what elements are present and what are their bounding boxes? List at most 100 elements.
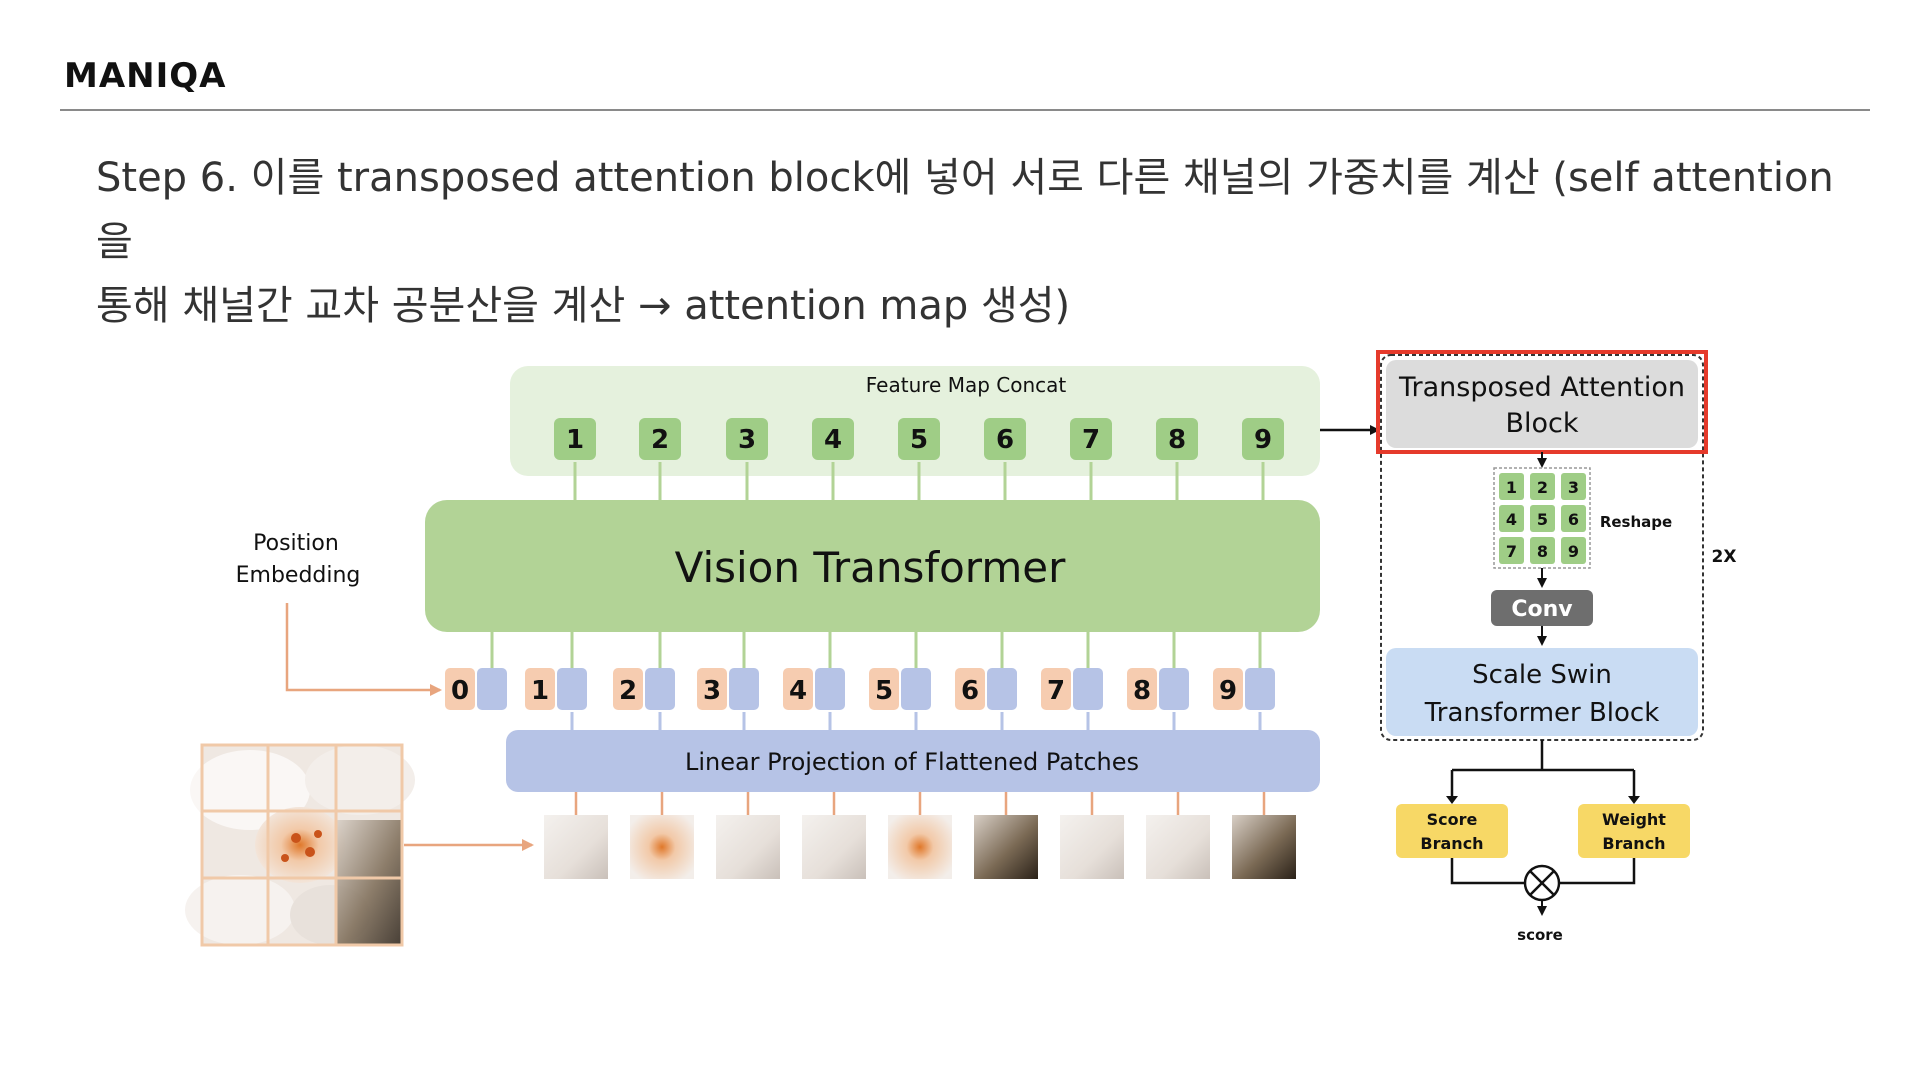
scale-swin-transformer-block xyxy=(1386,648,1698,736)
reshape-grid-cell-label: 2 xyxy=(1537,478,1548,497)
transposed-attention-block xyxy=(1386,360,1698,448)
position-token-label: 6 xyxy=(961,676,979,706)
step-caption: Step 6. 이를 transposed attention block에 넣… xyxy=(96,146,1856,338)
feature-token xyxy=(898,418,940,460)
reshape-grid-cell-label: 7 xyxy=(1506,542,1517,561)
patch-embedding-token xyxy=(1159,668,1189,710)
feature-token-label: 1 xyxy=(566,425,584,455)
reshape-grid-cell-label: 5 xyxy=(1537,510,1548,529)
patch-embedding-token xyxy=(987,668,1017,710)
image-patch xyxy=(544,815,608,879)
position-index-token xyxy=(525,668,555,710)
position-token-label: 0 xyxy=(451,676,469,706)
patch-embedding-token xyxy=(729,668,759,710)
scale-swin-label-line2: Transformer Block xyxy=(1424,698,1660,728)
feature-token-label: 9 xyxy=(1254,425,1272,455)
conv-label: Conv xyxy=(1511,597,1573,622)
patch-embedding-token xyxy=(477,668,507,710)
feature-token-label: 2 xyxy=(651,425,669,455)
flattened-patches xyxy=(544,815,1296,879)
image-patch xyxy=(1146,815,1210,879)
reshape-grid-cell-label: 6 xyxy=(1568,510,1579,529)
position-index-token xyxy=(445,668,475,710)
patch-embedding-token xyxy=(901,668,931,710)
position-embedding-arrow xyxy=(285,603,442,696)
reshape-grid-cell xyxy=(1530,505,1555,532)
source-flower-image xyxy=(185,743,415,947)
reshape-label: Reshape xyxy=(1600,513,1672,531)
conv-block xyxy=(1491,590,1593,626)
reshape-grid-cell-label: 8 xyxy=(1537,542,1548,561)
image-patch xyxy=(1232,815,1296,879)
reshape-grid-cell xyxy=(1499,473,1524,500)
feature-token xyxy=(639,418,681,460)
feature-token xyxy=(1070,418,1112,460)
position-token-label: 5 xyxy=(875,676,893,706)
feature-map-concat-label: Feature Map Concat xyxy=(866,373,1067,397)
reshape-grid-cell xyxy=(1561,505,1586,532)
caption-line-2: 통해 채널간 교차 공분산을 계산 → attention map 생성) xyxy=(96,283,1071,329)
image-patch xyxy=(1060,815,1124,879)
position-index-token xyxy=(613,668,643,710)
image-patch xyxy=(802,815,866,879)
score-branch-block xyxy=(1396,804,1508,858)
branch-merge-connector xyxy=(1450,858,1636,885)
patch-connectors xyxy=(570,712,1266,815)
patch-embedding-token xyxy=(1073,668,1103,710)
position-index-token xyxy=(783,668,813,710)
weight-branch-block xyxy=(1578,804,1690,858)
reshape-grid-frame xyxy=(1493,467,1591,569)
position-index-token xyxy=(869,668,899,710)
reshape-grid-cell xyxy=(1561,473,1586,500)
transposed-attention-label-line1: Transposed Attention xyxy=(1398,372,1685,403)
vision-transformer-label: Vision Transformer xyxy=(675,543,1066,592)
page-title: MANIQA xyxy=(64,56,227,96)
feature-token-label: 6 xyxy=(996,425,1014,455)
feature-token xyxy=(984,418,1026,460)
vision-transformer-block xyxy=(425,500,1320,632)
position-token-label: 9 xyxy=(1219,676,1237,706)
patch-embedding-token xyxy=(1245,668,1275,710)
image-patch xyxy=(974,815,1038,879)
feature-token-label: 4 xyxy=(824,425,842,455)
position-index-token xyxy=(1127,668,1157,710)
vit-input-connectors xyxy=(490,632,1262,670)
feature-token xyxy=(554,418,596,460)
score-output-label: score xyxy=(1517,926,1563,944)
feature-token-label: 7 xyxy=(1082,425,1100,455)
position-token-label: 7 xyxy=(1047,676,1065,706)
linear-projection-block xyxy=(506,730,1320,792)
reshape-grid-cell xyxy=(1561,537,1586,564)
position-index-token xyxy=(1041,668,1071,710)
position-index-token xyxy=(1213,668,1243,710)
image-patch xyxy=(888,815,952,879)
linear-projection-label: Linear Projection of Flattened Patches xyxy=(685,748,1139,776)
reshape-grid-cell xyxy=(1530,473,1555,500)
position-token-label: 1 xyxy=(531,676,549,706)
feature-token-label: 8 xyxy=(1168,425,1186,455)
position-token-label: 4 xyxy=(789,676,807,706)
feature-token-label: 5 xyxy=(910,425,928,455)
transposed-attention-label-line2: Block xyxy=(1505,408,1578,439)
position-embedding-label-line2: Embedding xyxy=(236,563,361,588)
feature-token xyxy=(1156,418,1198,460)
feature-token-label: 3 xyxy=(738,425,756,455)
weight-branch-arrowhead xyxy=(1628,796,1640,804)
position-token-label: 8 xyxy=(1133,676,1151,706)
patch-embedding-token xyxy=(815,668,845,710)
repeat-count-label: 2X xyxy=(1712,547,1737,567)
weight-branch-label-line2: Branch xyxy=(1602,834,1665,853)
position-embedding-label-line1: Position xyxy=(253,531,339,556)
score-branch-label-line2: Branch xyxy=(1420,834,1483,853)
feature-token xyxy=(812,418,854,460)
position-index-token xyxy=(955,668,985,710)
score-branch-arrowhead xyxy=(1446,796,1458,804)
score-branch-label-line1: Score xyxy=(1427,810,1478,829)
image-patch xyxy=(630,815,694,879)
reshape-grid-cell-label: 9 xyxy=(1568,542,1579,561)
title-divider xyxy=(60,109,1870,111)
patch-embedding-token xyxy=(557,668,587,710)
reshape-grid-cell xyxy=(1499,505,1524,532)
